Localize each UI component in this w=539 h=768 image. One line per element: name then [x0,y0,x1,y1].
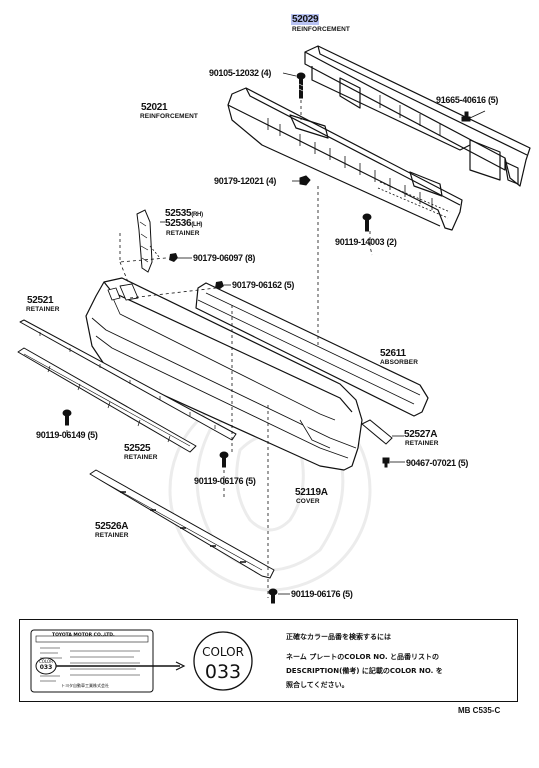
plate-color-word: COLOR [39,659,53,664]
part-52611-number: 52611 [380,348,406,359]
bolt-90119-14003-icon [362,213,372,232]
nut-90179-12021-icon [299,175,311,186]
part-52527A-number: 52527A [404,429,438,440]
part-90119-06176-bottom-label: 90119-06176 (5) [291,589,353,599]
part-52525-number: 52525 [124,443,151,454]
color-word: COLOR [202,645,244,659]
part-90119-14003-label: 90119-14003 (2) [335,237,397,247]
notice-text-line-2: ネーム プレートのCOLOR NO. と品番リストの [286,653,440,661]
part-90119-06176-label: 90119-06176 (5) [194,476,256,486]
part-90179-12021-label: 90179-12021 (4) [214,176,277,186]
part-52535-label: 52535(RH) [165,208,203,219]
part-52119A-name: COVER [296,498,320,505]
bolt-91665-40616-icon [461,111,471,122]
retainer-52525 [17,347,197,453]
retainer-52521 [19,319,237,441]
part-52526A-number: 52526A [95,521,129,532]
retainer-52535-icon [136,209,153,273]
plate-color-code: 033 [39,664,53,671]
diagram-reference-code: MB C535-C [458,706,501,715]
part-52521-name: RETAINER [26,306,60,313]
reinforcement-52029 [304,45,531,187]
part-52525-name: RETAINER [124,454,158,461]
part-52029-name: REINFORCEMENT [292,26,350,33]
plate-maker-text: TOYOTA MOTOR CO.,LTD. [52,633,115,638]
bolt-90119-06176-bottom-icon [268,588,278,604]
retainer-52526A [89,469,275,579]
notice-text-line-3: DESCRIPTION(備考) に記載のCOLOR NO. を [286,667,443,675]
reinforcement-52021 [227,87,463,231]
part-52119A-number: 52119A [295,487,328,498]
notice-text-line-1: 正確なカラー品番を検索するには [286,633,391,641]
assembly-lines [66,100,373,598]
plate-bottom-text: トヨタ自動車工業株式会社 [61,683,109,688]
part-52536-name: RETAINER [166,230,200,237]
bolt-90105-12032-icon [296,72,306,99]
part-52021-name: REINFORCEMENT [140,113,198,120]
part-90179-06097-label: 90179-06097 (8) [193,253,256,263]
part-52536-label: 52536(LH) [165,218,203,229]
clip-90467-07021-icon [382,457,390,468]
part-91665-40616-label: 91665-40616 (5) [436,95,499,105]
retainer-52527A-icon [361,419,393,445]
part-90119-06149-label: 90119-06149 (5) [36,430,98,440]
part-52527A-name: RETAINER [405,440,439,447]
part-52526A-name: RETAINER [95,532,129,539]
absorber-52611 [195,282,429,417]
part-90179-06162-label: 90179-06162 (5) [232,280,295,290]
bumper-cover-52119A [85,277,363,471]
name-plate-illustration [30,629,253,693]
color-notice-box [19,619,518,702]
color-code: 033 [204,661,242,683]
nut-90179-06097-icon [169,253,178,262]
nut-90179-06162-icon [215,281,224,289]
part-90105-12032-label: 90105-12032 (4) [209,68,272,78]
part-52611-name: ABSORBER [380,359,418,366]
part-52029-number: 52029 [291,14,320,25]
part-52021-number: 52021 [141,102,168,113]
part-90467-07021-label: 90467-07021 (5) [406,458,469,468]
bolt-90119-06176-icon [219,451,229,468]
part-52521-number: 52521 [27,295,54,306]
bolt-90119-06149-icon [62,409,72,426]
notice-text-line-4: 照合してください。 [286,681,349,689]
